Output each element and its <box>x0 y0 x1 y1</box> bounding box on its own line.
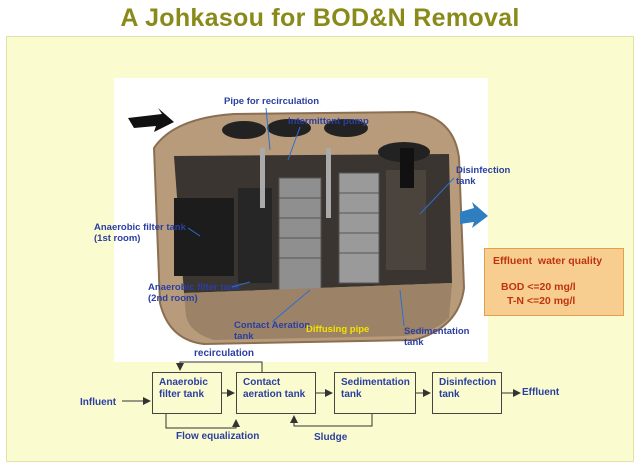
flow-effluent: Effluent <box>522 387 560 398</box>
effluent-quality-heading: Effluent water quality <box>493 255 603 267</box>
contact-media-2 <box>338 172 380 284</box>
label-diffusing-pipe: Diffusing pipe <box>306 324 370 335</box>
slide-title: A Johkasou for BOD&N Removal <box>120 4 520 32</box>
johkasou-cutaway-image <box>114 78 488 362</box>
flow-recirculation: recirculation <box>194 348 255 359</box>
effluent-quality-box: Effluent water quality BOD <=20 mg/l T-N… <box>484 248 624 316</box>
flow-box-disinfection: Disinfection tank <box>432 372 502 414</box>
flow-equalization: Flow equalization <box>176 431 260 442</box>
flow-box-sedimentation: Sedimentation tank <box>334 372 416 414</box>
filter-media-1 <box>174 198 234 276</box>
flow-sludge: Sludge <box>314 432 348 443</box>
manhole-lid-1 <box>222 121 266 139</box>
pump-pipe <box>326 148 331 218</box>
flow-influent: Influent <box>80 397 117 408</box>
label-contact-aeration: Contact Aeration tank <box>234 320 311 342</box>
tank-base <box>184 283 452 340</box>
flow-box-anaerobic: Anaerobic filter tank <box>152 372 222 414</box>
filter-media-2 <box>238 188 272 283</box>
label-disinfection-tank: Disinfection tank <box>456 165 511 187</box>
tn-value: T-N <=20 mg/l <box>507 295 576 307</box>
inlet-arrow-icon <box>128 108 174 132</box>
outlet-arrow-icon <box>460 202 488 228</box>
label-anaerobic-2nd: Anaerobic filter tank (2nd room) <box>148 282 240 304</box>
recirculation-pipe <box>260 148 265 208</box>
label-anaerobic-1st: Anaerobic filter tank (1st room) <box>94 222 186 244</box>
manhole-lid-3 <box>324 119 368 137</box>
manhole-lid-2 <box>267 119 311 137</box>
label-pipe-recirculation: Pipe for recirculation <box>224 96 320 107</box>
bod-value: BOD <=20 mg/l <box>501 281 576 293</box>
disinfection-unit <box>400 148 414 188</box>
flow-box-contact-aeration: Contact aeration tank <box>236 372 316 414</box>
label-sedimentation-tank: Sedimentation tank <box>404 326 470 348</box>
contact-media-1 <box>278 177 322 294</box>
label-intermittent-pump: Intermittent pump <box>288 116 369 127</box>
johkasou-illustration <box>128 108 488 346</box>
